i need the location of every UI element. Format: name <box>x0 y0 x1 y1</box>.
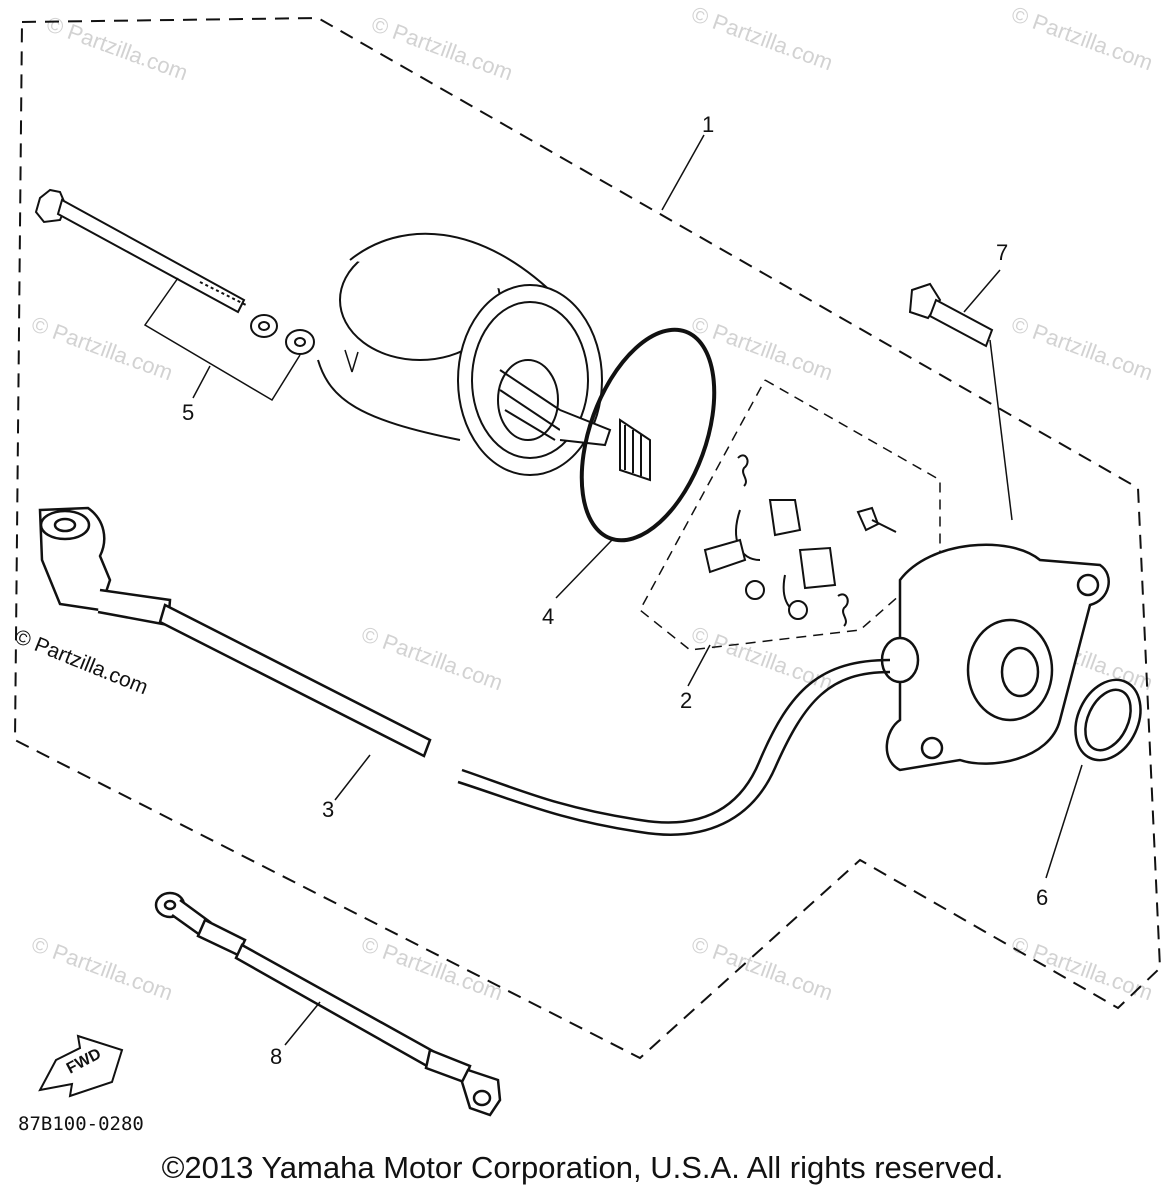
fwd-arrow-icon <box>38 1034 124 1098</box>
end-cover <box>880 543 1110 772</box>
watermark: © Partzilla.com <box>1008 931 1156 1005</box>
leader-line-7 <box>963 269 1001 313</box>
leader-line-3 <box>334 754 371 801</box>
nut <box>285 329 315 355</box>
callout-3: 3 <box>322 797 334 822</box>
callout-2: 2 <box>680 688 692 713</box>
leader-line-2 <box>687 644 711 687</box>
callout-8: 8 <box>270 1044 282 1069</box>
watermark-layer: © Partzilla.com © Partzilla.com © Partzi… <box>28 1 1156 1005</box>
starter-motor-body <box>317 232 612 510</box>
watermark: © Partzilla.com <box>358 621 506 695</box>
watermark: © Partzilla.com <box>28 311 176 385</box>
callout-1: 1 <box>702 112 714 137</box>
watermark: © Partzilla.com <box>358 931 506 1005</box>
lead-wire <box>38 506 432 758</box>
watermark: © Partzilla.com <box>688 1 836 75</box>
washer <box>250 314 278 338</box>
through-bolt <box>34 188 249 314</box>
leader-line-5 <box>192 365 211 399</box>
cable-inner <box>457 670 891 836</box>
leader-line-4 <box>555 539 613 599</box>
ground-cable <box>154 891 502 1117</box>
armature-shaft <box>619 418 651 482</box>
cable <box>461 658 891 824</box>
seal-ring <box>1074 678 1142 762</box>
watermark: © Partzilla.com <box>28 931 176 1005</box>
watermark: © Partzilla.com <box>1008 311 1156 385</box>
watermark: © Partzilla.com <box>688 311 836 385</box>
diagram-code: 87B100-0280 <box>18 1113 144 1135</box>
callout-5: 5 <box>182 400 194 425</box>
leader-line-8 <box>284 1001 321 1046</box>
leader-line-1 <box>661 134 705 211</box>
watermark: © Partzilla.com <box>1008 1 1156 75</box>
callout-4: 4 <box>542 604 554 629</box>
mounting-bolt <box>908 282 994 348</box>
watermark: © Partzilla.com <box>368 11 516 85</box>
assembly-boundary <box>13 16 1162 1060</box>
callout-7: 7 <box>996 240 1008 265</box>
o-ring <box>579 327 717 543</box>
watermark: © Partzilla.com <box>43 11 191 85</box>
callout-6: 6 <box>1036 885 1048 910</box>
copyright-notice: ©2013 Yamaha Motor Corporation, U.S.A. A… <box>161 1150 1004 1185</box>
watermark: © Partzilla.com <box>688 621 836 695</box>
bracket-5 <box>143 277 301 402</box>
brush-assembly <box>703 454 849 627</box>
screw <box>856 506 897 533</box>
leader-line-6 <box>1045 764 1083 879</box>
bolt-guide-line <box>989 339 1013 521</box>
